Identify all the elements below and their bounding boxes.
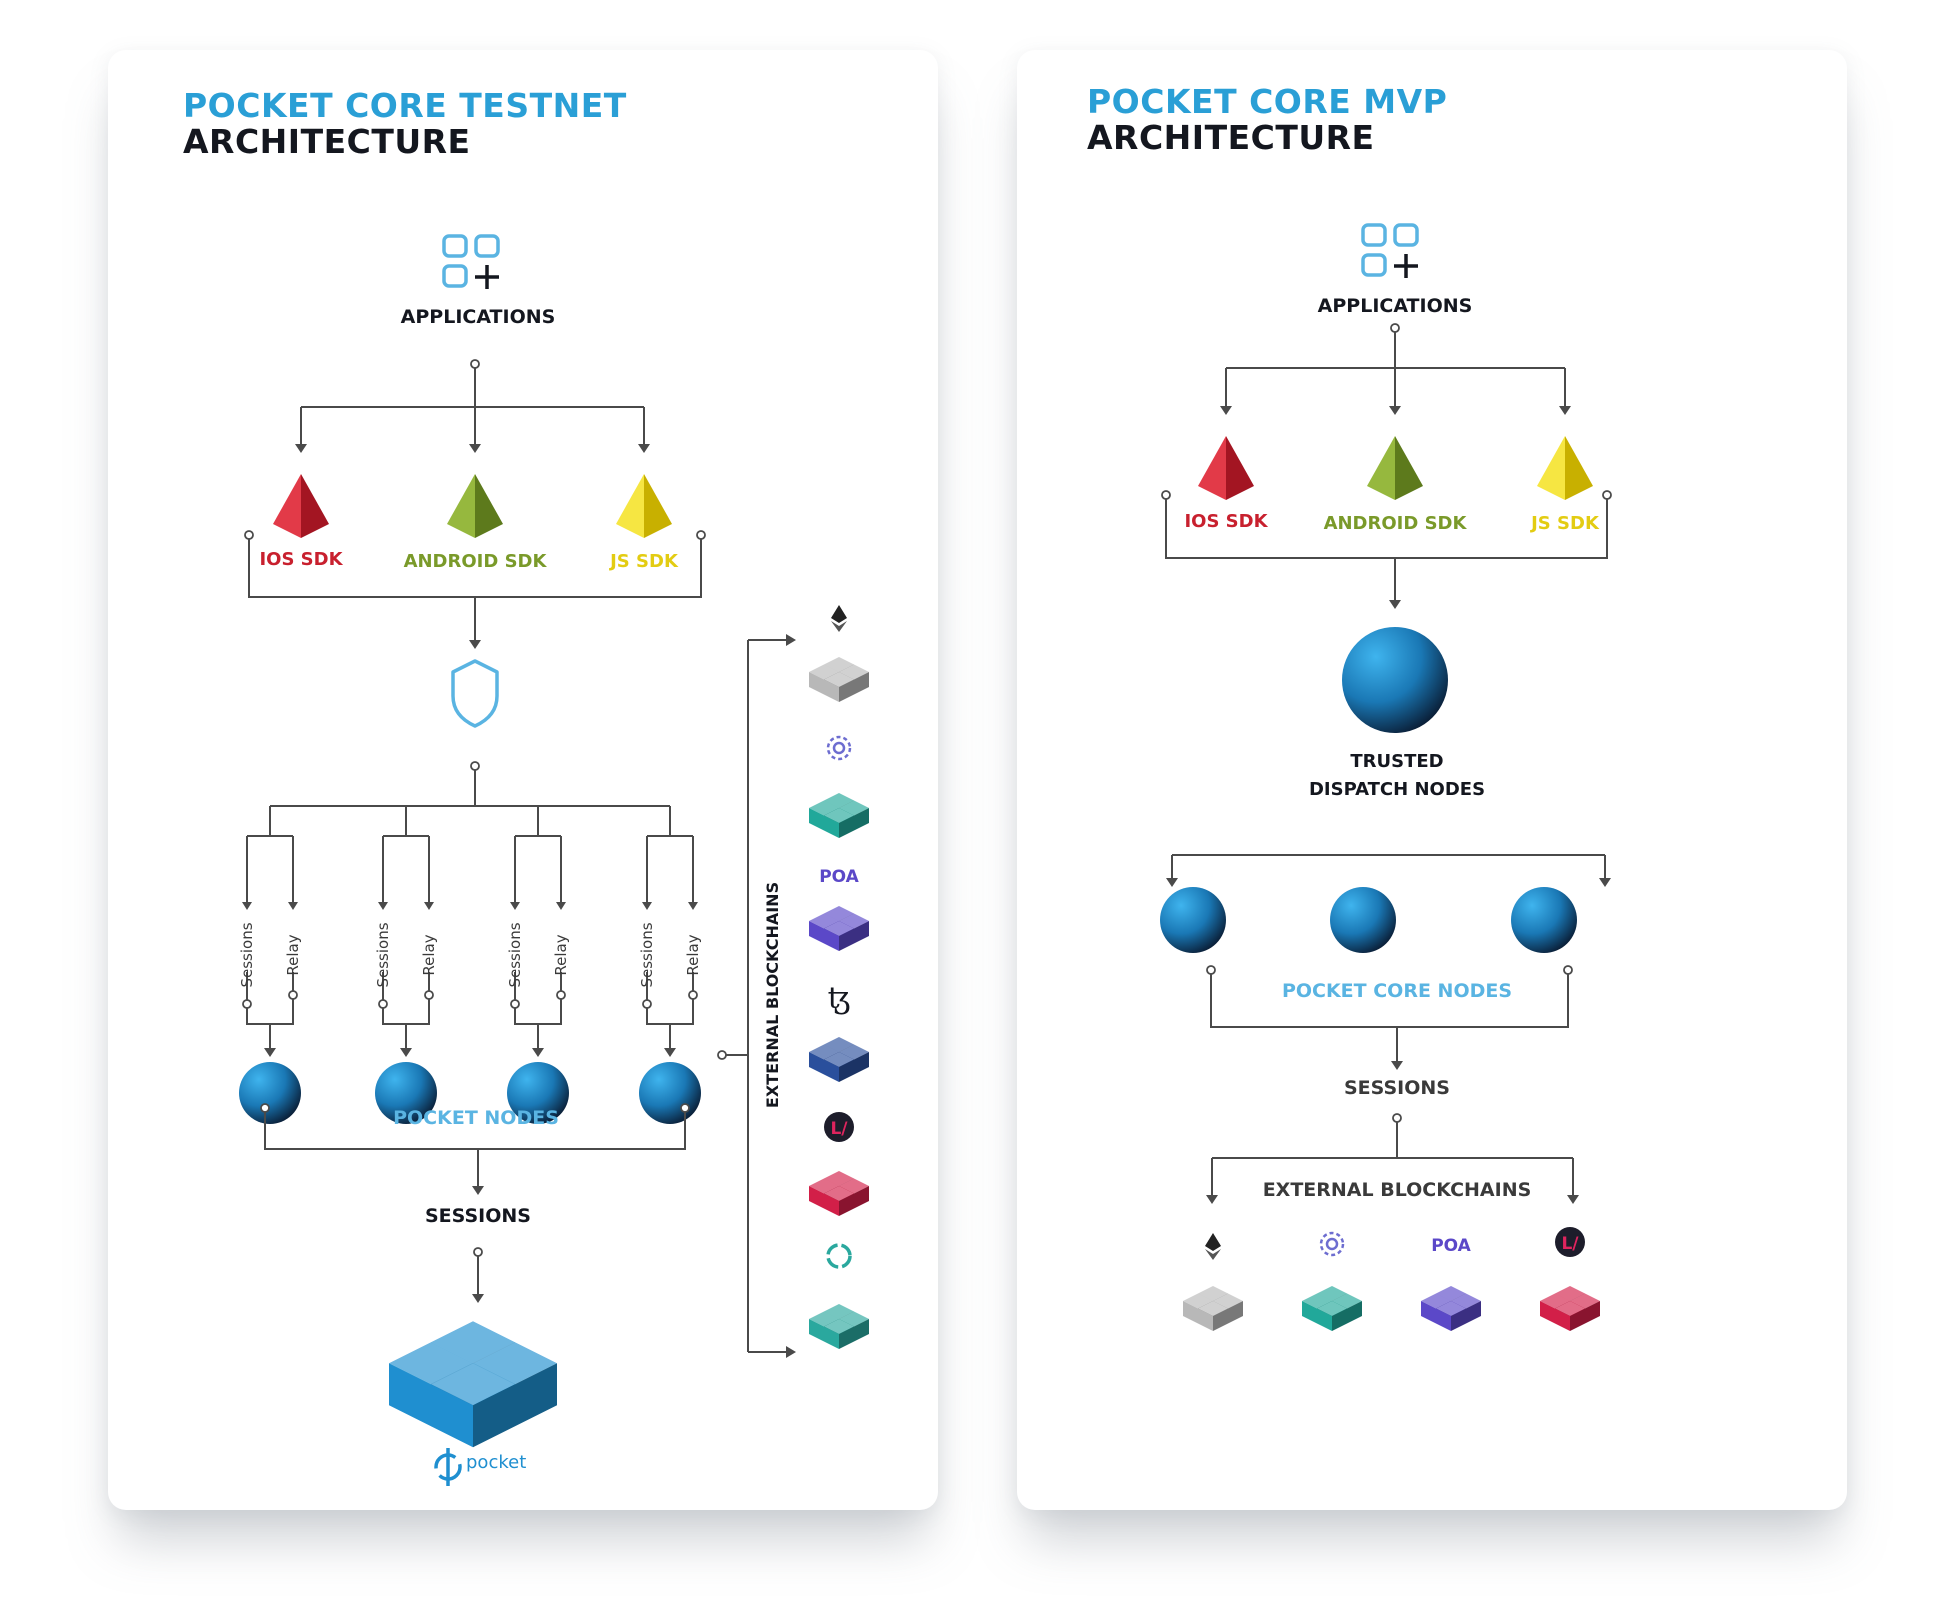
sessions-channel-label: Sessions xyxy=(374,922,392,987)
js-sdk-pyramid xyxy=(1537,436,1593,500)
lisk-icon: L/ xyxy=(1555,1227,1585,1257)
relay-channel-label: Relay xyxy=(284,934,302,975)
trusted-to-core-nodes-connector xyxy=(1166,854,1611,887)
apps-to-sdks-connector xyxy=(295,359,650,453)
mvp-blockchain-cubes-1 xyxy=(1183,1286,1243,1331)
shield-icon xyxy=(451,659,499,728)
sessions-label: SESSIONS xyxy=(1344,1077,1450,1099)
channel-2: Sessions Relay xyxy=(374,835,438,1057)
sessions-label: SESSIONS xyxy=(425,1205,531,1227)
applications-icon xyxy=(442,234,500,289)
channel-1: Sessions Relay xyxy=(238,835,302,1057)
mvp-title-line1: POCKET CORE MVP xyxy=(1087,82,1448,121)
pocket-core-nodes-label: POCKET CORE NODES xyxy=(1282,980,1512,1002)
testnet-title-line1: POCKET CORE TESTNET xyxy=(183,86,627,125)
pocket-core-nodes xyxy=(1160,887,1577,953)
relay-channel-label: Relay xyxy=(420,934,438,975)
ios-sdk-label: IOS SDK xyxy=(1184,511,1268,532)
android-sdk-label: ANDROID SDK xyxy=(1324,513,1468,534)
mvp-blockchain-cubes xyxy=(1183,1286,1600,1331)
aion-icon xyxy=(826,735,852,761)
mvp-title: POCKET CORE MVP ARCHITECTURE xyxy=(1087,84,1447,156)
pocket-logo-icon xyxy=(434,1448,462,1486)
pocket-nodes-label: POCKET NODES xyxy=(393,1107,559,1129)
testnet-blockchain-cubes xyxy=(809,657,869,1349)
sessions-channel-label: Sessions xyxy=(506,922,524,987)
blockchain-cubes-4 xyxy=(809,1037,869,1082)
android-sdk-label: ANDROID SDK xyxy=(404,551,548,572)
pocket-core-node-3 xyxy=(1511,887,1577,953)
pocket-cube-cluster xyxy=(389,1321,557,1448)
trusted-label-line1: TRUSTED xyxy=(1350,751,1443,772)
sdks-to-security-connector xyxy=(244,530,706,649)
lisk-icon: L/ xyxy=(824,1112,854,1142)
applications-label: APPLICATIONS xyxy=(1318,295,1473,317)
ethereum-icon xyxy=(831,605,847,632)
blockchain-cubes-2 xyxy=(809,793,869,838)
nodes-to-external-blockchains-connector xyxy=(717,634,796,1358)
js-sdk-label: JS SDK xyxy=(1529,513,1600,534)
js-sdk-label: JS SDK xyxy=(608,551,679,572)
icon-network-icon xyxy=(826,1243,852,1269)
mvp-blockchain-cubes-3 xyxy=(1421,1286,1481,1331)
poa-icon: POA xyxy=(819,867,859,887)
trusted-label-line2: DISPATCH NODES xyxy=(1309,779,1485,800)
pocket-network-cubes xyxy=(389,1321,557,1448)
js-sdk-pyramid xyxy=(616,474,672,538)
core-nodes-to-sessions-connector xyxy=(1206,965,1573,1070)
svg-text:L/: L/ xyxy=(1561,1234,1579,1254)
applications-label: APPLICATIONS xyxy=(401,306,556,328)
ios-sdk-pyramid xyxy=(273,474,329,538)
android-sdk-pyramid xyxy=(1367,436,1423,500)
pocket-node-1 xyxy=(239,1062,301,1124)
apps-to-sdks-connector xyxy=(1220,323,1571,415)
blockchain-cubes-5 xyxy=(809,1171,869,1216)
testnet-title: POCKET CORE TESTNET ARCHITECTURE xyxy=(183,88,627,160)
channel-4: Sessions Relay xyxy=(638,835,702,1057)
ethereum-icon xyxy=(1205,1233,1221,1260)
mvp-blockchain-cubes-4 xyxy=(1540,1286,1600,1331)
relay-channel-label: Relay xyxy=(552,934,570,975)
mvp-title-line2: ARCHITECTURE xyxy=(1087,118,1375,157)
svg-text:L/: L/ xyxy=(830,1119,848,1139)
blockchain-cubes-3 xyxy=(809,906,869,951)
pocket-node-2 xyxy=(375,1062,437,1124)
relay-channel-label: Relay xyxy=(684,934,702,975)
mvp-blockchain-cubes-2 xyxy=(1302,1286,1362,1331)
blockchain-cubes-6 xyxy=(809,1304,869,1349)
pocket-core-node-2 xyxy=(1330,887,1396,953)
security-to-nodes-connector xyxy=(269,761,671,836)
sessions-channel-label: Sessions xyxy=(638,922,656,987)
ios-sdk-pyramid xyxy=(1198,436,1254,500)
sessions-to-pocket-connector xyxy=(472,1247,484,1303)
sessions-channel-label: Sessions xyxy=(238,922,256,987)
pocket-node-3 xyxy=(507,1062,569,1124)
applications-icon xyxy=(1361,223,1419,278)
testnet-diagram: APPLICATIONS IOS SDK ANDROID SDK JS SDK xyxy=(238,234,869,1486)
mvp-architecture-card: POCKET CORE MVP ARCHITECTURE APPLICATION… xyxy=(1017,50,1847,1510)
ios-sdk-label: IOS SDK xyxy=(259,549,343,570)
pocket-core-node-1 xyxy=(1160,887,1226,953)
pocket-node-4 xyxy=(639,1062,701,1124)
pocket-logo-text: pocket xyxy=(466,1452,526,1473)
poa-icon: POA xyxy=(1431,1236,1471,1256)
testnet-architecture-card: POCKET CORE TESTNET ARCHITECTURE APPLICA… xyxy=(108,50,938,1510)
sessions-to-blockchains-connector xyxy=(1206,1113,1579,1204)
testnet-title-line2: ARCHITECTURE xyxy=(183,122,471,161)
external-blockchains-label: EXTERNAL BLOCKCHAINS xyxy=(1263,1179,1532,1201)
external-blockchains-label: EXTERNAL BLOCKCHAINS xyxy=(763,882,782,1108)
sdks-to-trusted-connector xyxy=(1161,490,1612,609)
aion-icon xyxy=(1319,1231,1345,1257)
channel-3: Sessions Relay xyxy=(506,835,570,1057)
nodes-to-sessions-connector xyxy=(260,1103,690,1195)
tezos-icon: ꜩ xyxy=(828,981,851,1016)
blockchain-cubes-1 xyxy=(809,657,869,702)
trusted-dispatch-node xyxy=(1342,627,1448,733)
mvp-diagram: APPLICATIONS IOS SDK ANDROID SDK JS SDK xyxy=(1160,223,1612,1331)
android-sdk-pyramid xyxy=(447,474,503,538)
